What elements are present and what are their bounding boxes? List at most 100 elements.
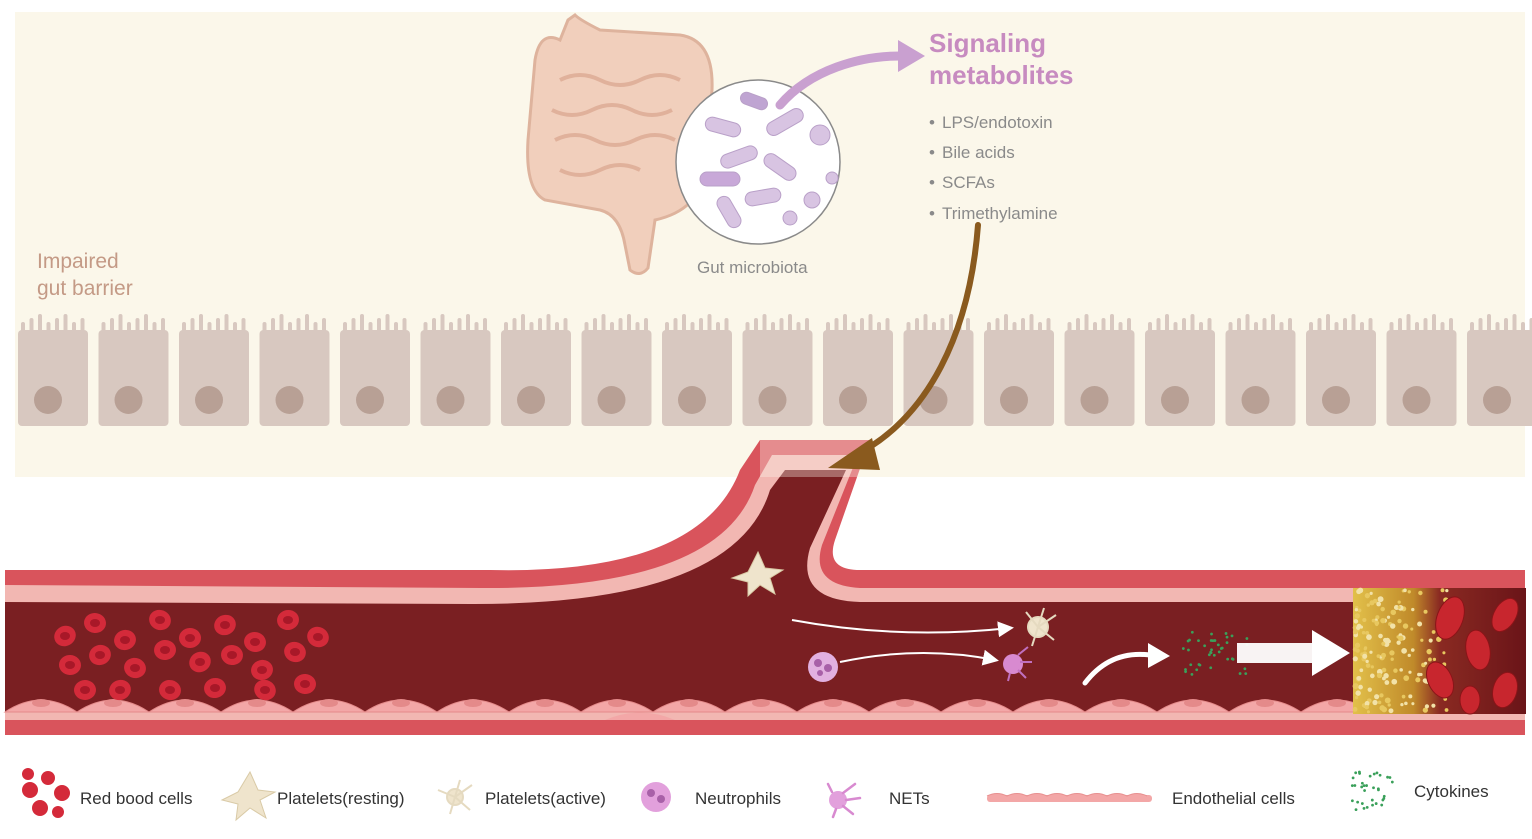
red-blood-cell [189, 651, 211, 673]
cytokine-dot [1216, 643, 1220, 647]
thrombus-image [1352, 587, 1526, 715]
impaired-barrier-line2: gut barrier [37, 277, 133, 300]
metabolite-item: SCFAs [942, 173, 995, 192]
red-blood-cell [114, 629, 136, 651]
epithelial-cell [179, 314, 249, 426]
epithelial-cell [1467, 314, 1532, 426]
red-blood-cell [89, 644, 111, 666]
epithelial-cell [742, 314, 813, 426]
legend-label: Platelets(active) [485, 789, 606, 808]
endothelial-cell [867, 699, 943, 713]
epithelial-cell [18, 314, 88, 426]
cytokine-dot [1210, 648, 1213, 652]
net-formation-arrow [839, 649, 999, 666]
epithelial-cell [420, 314, 491, 426]
active-platelet-icon [437, 779, 473, 815]
red-blood-cell [74, 679, 96, 701]
platelet-activation-arrow [791, 619, 1014, 638]
endothelial-cell [723, 699, 799, 713]
legend-label: Neutrophils [695, 789, 781, 808]
red-blood-cell [54, 625, 76, 647]
metabolite-item: Bile acids [942, 143, 1015, 162]
metabolite-bullet: • [929, 204, 935, 223]
metabolite-translocation-arrow [847, 222, 981, 461]
cytokine-release-arrow [1082, 651, 1153, 686]
red-blood-cell [277, 609, 299, 631]
metabolite-bullet: • [929, 173, 935, 192]
legend-label: Cytokines [1414, 782, 1489, 801]
cytokine-dot [1207, 653, 1211, 657]
cytokine-dot [1230, 634, 1234, 638]
metabolite-translocation-arrow-head [828, 438, 880, 470]
cytokine-dot [1213, 639, 1217, 642]
endothelial-cell [291, 699, 367, 713]
epithelial-cell [823, 314, 893, 426]
epithelial-cell [984, 314, 1054, 426]
epithelial-cell [1145, 314, 1215, 426]
net-structure [1003, 646, 1032, 682]
resting-platelet-icon [220, 770, 277, 822]
cytokine-dot [1226, 657, 1230, 661]
metabolite-bullet: • [929, 113, 935, 132]
endothelial-cell [605, 712, 675, 720]
signaling-arrow-head [898, 40, 925, 72]
red-blood-cell [124, 657, 146, 679]
red-blood-cell-cluster [54, 609, 329, 701]
red-blood-cell [59, 654, 81, 676]
red-blood-cell [294, 673, 316, 695]
red-blood-cell [154, 639, 176, 661]
cytokines-icon [1350, 770, 1394, 812]
red-blood-cell [179, 627, 201, 649]
endothelial-cell [435, 699, 511, 713]
cytokine-dot [1238, 672, 1242, 675]
legend-label: Red bood cells [80, 789, 192, 808]
cytokine-dot [1209, 650, 1213, 654]
cytokine-dot [1184, 670, 1187, 674]
active-platelet [1025, 607, 1057, 647]
gut-microbiota-magnifier [675, 79, 841, 245]
red-blood-cell [214, 614, 236, 636]
red-blood-cell [284, 641, 306, 663]
cytokine-dot [1189, 663, 1193, 667]
cytokine-dot [1203, 644, 1207, 648]
epithelial-cell [1225, 314, 1296, 426]
metabolite-item: LPS/endotoxin [942, 113, 1053, 132]
red-blood-cell [244, 631, 266, 653]
endothelial-cell [651, 699, 727, 713]
endothelial-cell [579, 699, 655, 713]
endothelial-cell [1083, 699, 1159, 713]
endothelial-cell [1227, 699, 1303, 713]
endothelial-cell [147, 699, 223, 713]
epithelial-cell [501, 314, 571, 426]
cytokine-dot [1195, 668, 1199, 672]
metabolite-list: • LPS/endotoxin • Bile acids • SCFAs • T… [929, 113, 1058, 223]
red-blood-cell [251, 659, 273, 681]
endothelial-cell [3, 699, 79, 713]
cytokine-dot [1197, 663, 1201, 666]
red-blood-cell [254, 679, 276, 701]
epithelial-cell [340, 314, 410, 426]
endothelial-cell [507, 699, 583, 713]
epithelial-cell [1386, 314, 1457, 426]
cytokine-dot [1209, 666, 1213, 670]
red-blood-cells-icon [22, 768, 70, 818]
cytokine-dot [1212, 653, 1216, 657]
epithelial-cell [98, 314, 169, 426]
epithelial-cell [662, 314, 732, 426]
red-blood-cell [84, 612, 106, 634]
intestine-illustration [526, 13, 714, 275]
signaling-title-line1: Signaling [929, 28, 1046, 58]
cytokine-dot [1211, 639, 1215, 643]
endothelial-cell [219, 699, 295, 713]
impaired-barrier-line1: Impaired [37, 250, 119, 273]
nets-icon [826, 782, 862, 819]
metabolite-bullet: • [929, 143, 935, 162]
cytokine-dot [1210, 632, 1213, 636]
endothelial-cell [1011, 699, 1087, 713]
red-blood-cell [307, 626, 329, 648]
thrombosis-arrow-shaft [1237, 643, 1322, 663]
signaling-title-line2: metabolites [929, 60, 1074, 90]
cytokine-dot [1243, 667, 1247, 671]
epithelial-cell [259, 314, 330, 426]
endothelial-cell [75, 699, 151, 713]
